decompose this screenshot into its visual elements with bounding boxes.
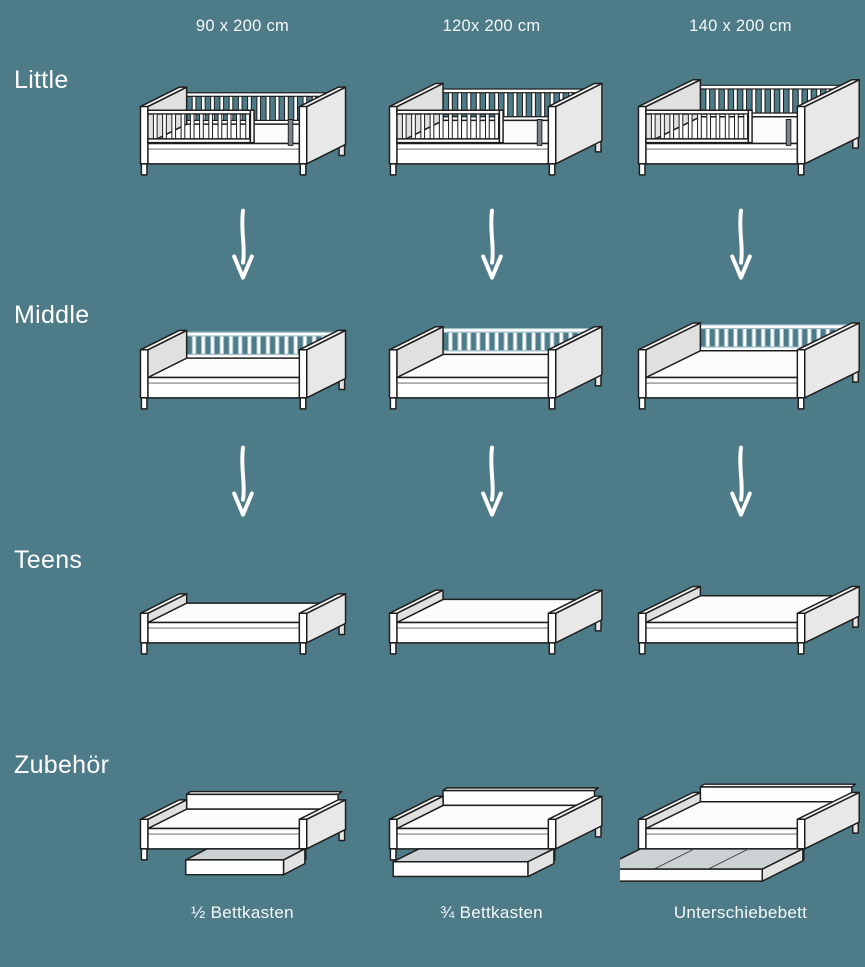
bed-drawing bbox=[139, 790, 346, 876]
bed-illustration-little-90cm bbox=[118, 53, 367, 201]
bed-drawing bbox=[139, 86, 346, 176]
row-label-middle: Middle bbox=[14, 301, 90, 329]
bed-illustration-little-120cm bbox=[367, 53, 616, 201]
caption-unterschiebebett: Unterschiebebett bbox=[673, 903, 808, 922]
down-arrow-icon bbox=[480, 445, 503, 517]
caption-threeq-bettkasten: ¾ Bettkasten bbox=[440, 903, 543, 922]
bed-illustration-middle-140cm bbox=[616, 287, 865, 435]
arrow-row-2 bbox=[0, 432, 865, 532]
bed-illustration-teens-140cm bbox=[616, 532, 865, 680]
column-header-row: 90 x 200 cm 120x 200 cm 140 x 200 cm bbox=[0, 0, 865, 52]
column-header-140x200: 140 x 200 cm bbox=[689, 16, 792, 35]
bed-drawing bbox=[388, 325, 603, 410]
section-gap bbox=[0, 667, 865, 737]
bed-drawing bbox=[637, 585, 860, 655]
bed-illustration-teens-90cm bbox=[118, 532, 367, 680]
bed-drawing bbox=[388, 787, 603, 878]
bed-drawing bbox=[139, 593, 346, 655]
column-header-120x200: 120x 200 cm bbox=[442, 16, 541, 35]
arrow-row-1 bbox=[0, 202, 865, 287]
row-little: Little bbox=[0, 52, 865, 202]
caption-half-bettkasten: ½ Bettkasten bbox=[191, 903, 294, 922]
bed-illustration-little-140cm bbox=[616, 53, 865, 201]
column-header-90x200: 90 x 200 cm bbox=[195, 16, 290, 35]
accessory-caption-row: ½ Bettkasten ¾ Bettkasten Unterschiebebe… bbox=[0, 887, 865, 967]
bed-drawing bbox=[619, 783, 860, 883]
bed-drawing bbox=[139, 329, 346, 410]
bed-drawing bbox=[388, 82, 603, 176]
bed-illustration-middle-120cm bbox=[367, 287, 616, 435]
bed-illustration-unterschiebebett bbox=[616, 738, 865, 886]
down-arrow-icon bbox=[231, 445, 254, 517]
bed-drawing bbox=[388, 589, 603, 655]
row-label-zubehoer: Zubehör bbox=[14, 751, 110, 779]
bed-drawing bbox=[637, 322, 860, 410]
row-label-little: Little bbox=[14, 66, 69, 94]
down-arrow-icon bbox=[729, 208, 752, 280]
row-middle: Middle bbox=[0, 287, 865, 432]
bed-drawing bbox=[637, 79, 860, 176]
down-arrow-icon bbox=[480, 208, 503, 280]
bed-illustration-halber-bettkasten bbox=[118, 738, 367, 886]
row-label-teens: Teens bbox=[14, 546, 83, 574]
bed-illustration-teens-120cm bbox=[367, 532, 616, 680]
row-teens: Teens bbox=[0, 532, 865, 667]
row-zubehoer: Zubehör bbox=[0, 737, 865, 887]
down-arrow-icon bbox=[729, 445, 752, 517]
header-spacer bbox=[0, 0, 118, 52]
bed-illustration-dreiviertel-bettkasten bbox=[367, 738, 616, 886]
bed-illustration-middle-90cm bbox=[118, 287, 367, 435]
down-arrow-icon bbox=[231, 208, 254, 280]
